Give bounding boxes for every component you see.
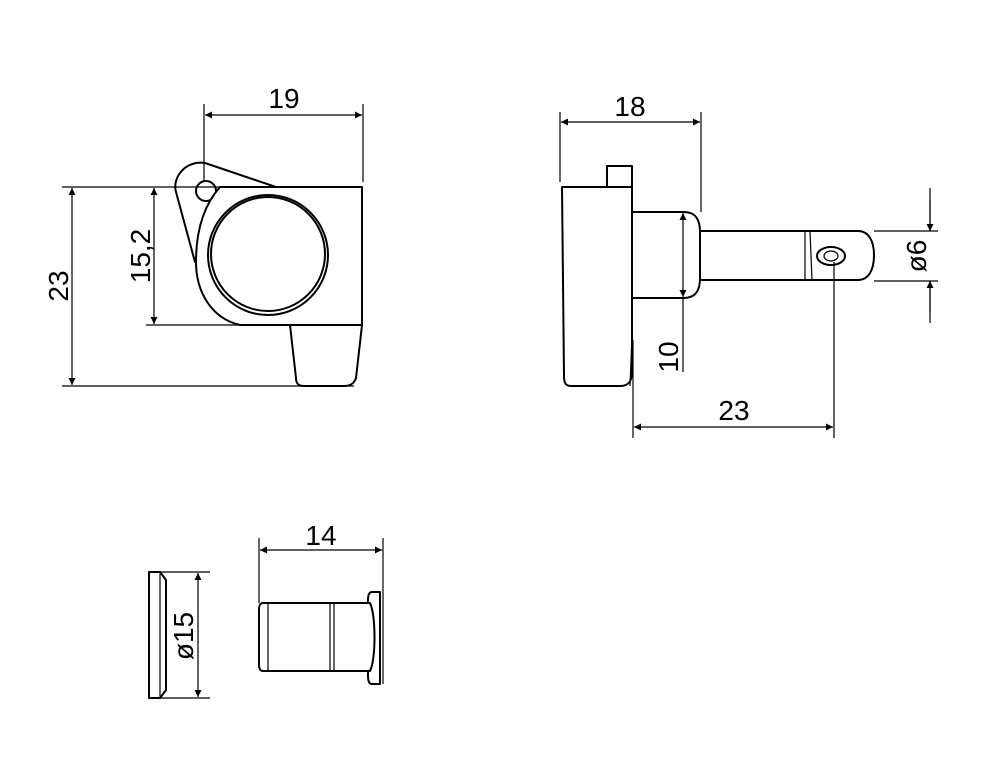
dim-side-width: 18 [614,91,645,122]
front-button-stem [289,324,363,387]
dim-bushing-length: 14 [305,520,336,551]
bushing-body [258,602,376,672]
dim-side-length: 23 [718,395,749,426]
washer [148,571,167,699]
dim-side-depth: 10 [653,341,684,372]
dim-front-height-total: 23 [43,270,74,301]
washer-view [148,571,167,699]
dim-bushing-diameter: ø15 [168,612,199,660]
gear-cap-inner [210,196,326,312]
side-top-key [606,165,633,189]
side-dimensions: 18 ø6 10 23 [559,91,938,438]
side-gear-collar [631,211,701,299]
dim-front-height-inner: 15,2 [125,229,156,284]
dim-front-width: 19 [268,83,299,114]
side-string-hole [816,246,846,266]
bushing-dimensions: 14 [258,520,384,684]
side-housing [561,186,633,387]
bushing-view [258,591,381,685]
washer-dimensions: ø15 [160,571,210,699]
side-view [561,165,875,387]
front-dimensions: 19 23 15,2 [43,83,364,387]
front-view [174,161,363,387]
side-string-post [699,230,875,281]
dim-post-diameter: ø6 [901,240,932,273]
